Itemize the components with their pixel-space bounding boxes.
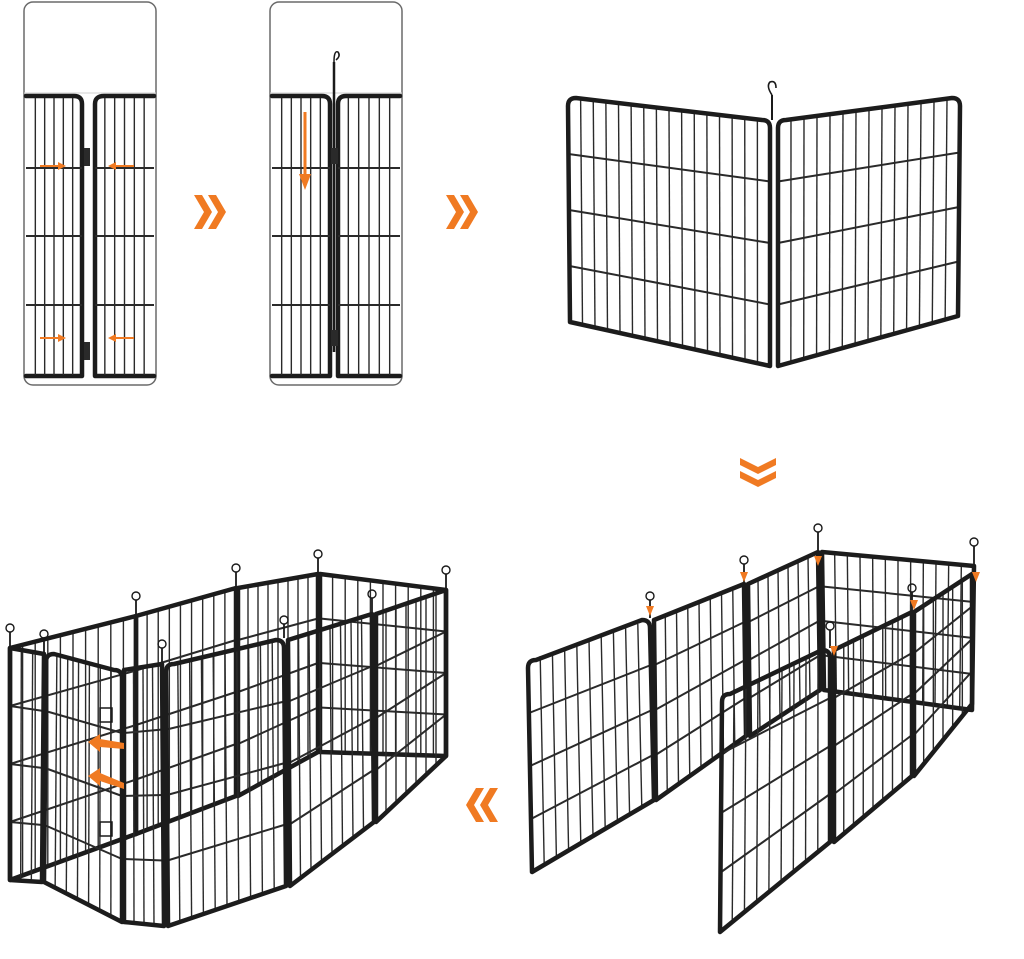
step5-front-2 [163,637,289,929]
step-insert-pin [269,1,403,386]
step4-hooks [645,523,980,656]
step5-front-3 [285,611,377,889]
step5-door [41,651,125,925]
step5-door-latch [99,707,113,837]
step-complete-playpen [5,549,451,929]
step-panels-opened [525,523,980,935]
arrow-step4-to-step5 [466,788,498,822]
arrow-step2-to-step3 [446,195,478,229]
step-two-panels-joined [565,80,963,369]
step4-panel-5 [717,647,833,935]
step5-hooks [5,549,451,662]
arrow-step1-to-step2 [194,195,226,229]
step5-front-1 [121,661,167,929]
arrow-step3-to-step4 [740,458,776,487]
step1-right-panel [92,93,157,379]
step4-panel-1 [525,617,657,875]
step4-panel-7 [911,571,975,779]
step1-left-panel [23,93,90,379]
step1-align-arrows [40,162,134,342]
step-align-panels [23,1,157,386]
step2-left-panel [269,93,333,379]
step5-latch-arrows [88,734,124,789]
step5-front-edge [7,645,47,885]
step1-frame [23,1,157,386]
step2-right-panel [335,93,403,379]
step2-down-arrow [299,112,311,190]
step5-right-end [373,587,449,825]
step4-panel-6 [831,609,915,845]
step3-left-panel [565,95,773,369]
step2-connecting-pin [331,50,340,352]
step3-hook [767,80,777,120]
step3-right-panel [775,95,963,369]
